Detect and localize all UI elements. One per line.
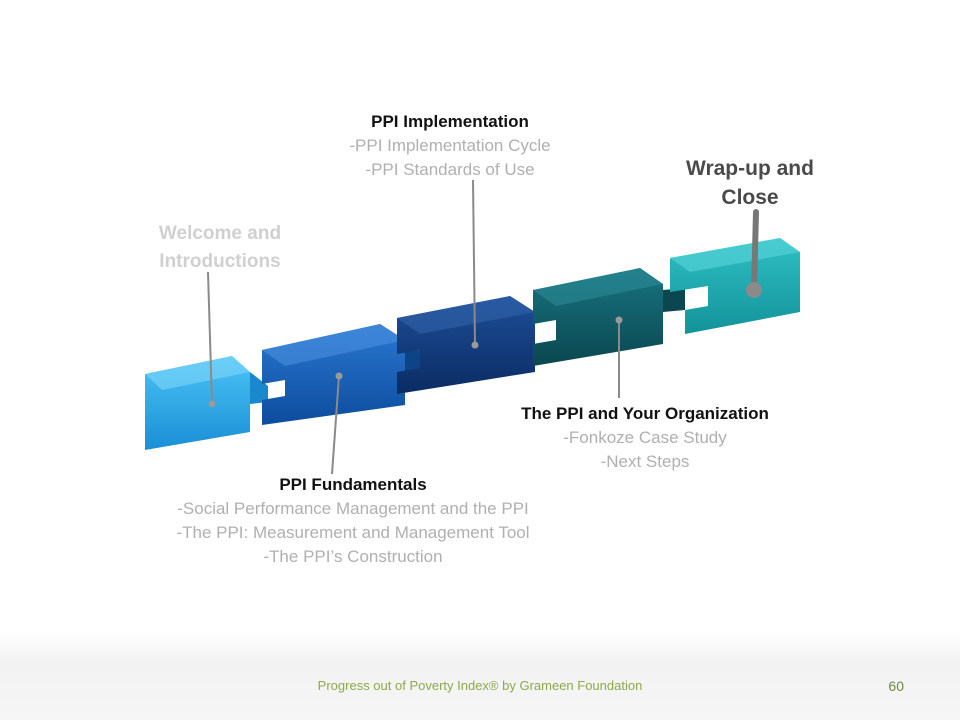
connector-wrapup	[746, 209, 762, 298]
stage-bullet: -The PPI: Measurement and Management Too…	[176, 523, 530, 542]
stage-label-fundamentals: PPI Fundamentals -Social Performance Man…	[110, 473, 596, 569]
stage-heading-fundamentals: PPI Fundamentals	[279, 475, 427, 494]
stage-bullet: -The PPI’s Construction	[263, 547, 443, 566]
connector-implementation	[471, 179, 479, 349]
stage-label-welcome: Welcome and Introductions	[120, 220, 320, 276]
puzzle-piece-welcome	[145, 356, 268, 450]
puzzle-piece-organization	[533, 268, 685, 366]
stage-heading2-wrapup: Close	[721, 186, 779, 209]
stage-heading2-welcome: Introductions	[159, 251, 281, 272]
stage-label-wrapup: Wrap-up and Close	[640, 154, 860, 212]
stage-bullet: -Next Steps	[600, 452, 690, 471]
stage-heading-wrapup: Wrap-up and	[686, 157, 814, 180]
stage-heading-welcome: Welcome and	[158, 223, 282, 244]
puzzle-piece-implementation	[397, 296, 535, 394]
footer-band	[0, 632, 960, 720]
connector-fundamentals	[331, 372, 343, 475]
stage-label-organization: The PPI and Your Organization -Fonkoze C…	[470, 402, 820, 474]
stage-bullet: -Fonkoze Case Study	[563, 428, 727, 447]
puzzle-piece-wrapup	[670, 238, 800, 334]
connector-organization	[615, 316, 623, 398]
stage-label-implementation: PPI Implementation -PPI Implementation C…	[300, 110, 600, 182]
stage-heading-implementation: PPI Implementation	[371, 112, 529, 131]
stage-bullet: -Social Performance Management and the P…	[177, 499, 529, 518]
stage-heading-organization: The PPI and Your Organization	[521, 404, 769, 423]
stage-bullet: -PPI Implementation Cycle	[349, 136, 551, 155]
page-number: 60	[888, 678, 904, 694]
connector-welcome	[207, 271, 216, 408]
stage-bullet: -PPI Standards of Use	[365, 160, 535, 179]
puzzle-piece-fundamentals	[262, 324, 420, 425]
footer-text: Progress out of Poverty Index® by Gramee…	[317, 678, 643, 693]
